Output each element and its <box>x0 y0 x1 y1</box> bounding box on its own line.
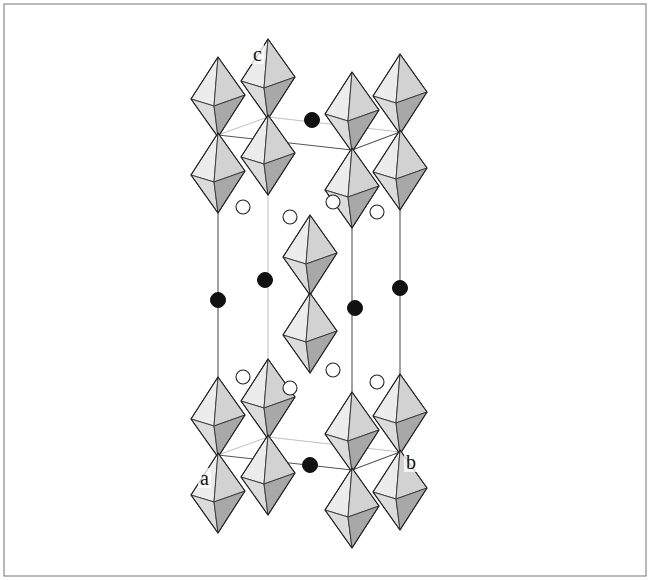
octahedron-face <box>241 435 268 484</box>
octahedron-face <box>191 57 218 106</box>
axis-label: b <box>404 452 418 472</box>
octahedron-face <box>373 130 400 179</box>
octahedron-face <box>191 377 218 426</box>
octahedron <box>325 468 379 548</box>
octahedron <box>373 450 427 530</box>
octahedron-face <box>325 148 352 197</box>
octahedron <box>325 72 379 152</box>
filled-atom <box>258 273 273 288</box>
octahedron <box>373 130 427 210</box>
octahedron <box>191 453 245 533</box>
filled-atom <box>393 281 408 296</box>
octahedron-face <box>191 133 218 182</box>
atoms <box>211 113 408 473</box>
unit-cell <box>218 117 400 470</box>
octahedron <box>191 57 245 137</box>
open-atom <box>326 363 340 377</box>
frame <box>4 4 646 576</box>
open-atom <box>236 370 250 384</box>
octahedron <box>241 435 295 515</box>
octahedron-face <box>325 392 352 441</box>
octahedron <box>373 54 427 134</box>
axis-label: c <box>251 44 264 64</box>
octahedron <box>241 115 295 195</box>
open-atom <box>370 205 384 219</box>
open-atom <box>236 200 250 214</box>
octahedron <box>191 133 245 213</box>
octahedron <box>241 359 295 439</box>
filled-atom <box>305 113 320 128</box>
octahedron-face <box>241 115 268 164</box>
filled-atom <box>211 293 226 308</box>
octahedron <box>325 392 379 472</box>
octahedron-face <box>191 453 218 502</box>
filled-atom <box>348 301 363 316</box>
octahedron-face <box>283 293 310 342</box>
open-atom <box>370 375 384 389</box>
octahedron-face <box>241 39 268 88</box>
open-atom <box>326 195 340 209</box>
octahedron <box>191 377 245 457</box>
octahedron-face <box>325 72 352 121</box>
octahedron <box>241 39 295 119</box>
open-atom <box>283 381 297 395</box>
filled-atom <box>303 458 318 473</box>
octahedron <box>283 215 337 295</box>
octahedron-face <box>373 450 400 499</box>
octahedron <box>283 293 337 373</box>
open-atom <box>283 210 297 224</box>
octahedron-face <box>325 468 352 517</box>
axis-label: a <box>198 468 211 488</box>
octahedron-face <box>373 54 400 103</box>
